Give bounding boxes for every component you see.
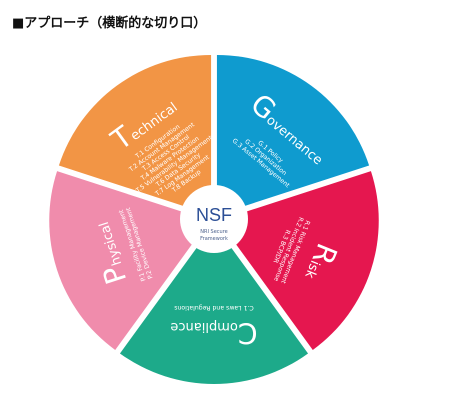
segment-risk [218,171,379,350]
center-circle [180,185,248,253]
segment-compliance-title-rest: ompliance [170,319,238,334]
center-subtitle-line-1: NRI Secure [200,229,227,235]
segment-compliance [119,224,309,385]
segment-physical [49,171,210,350]
segment-compliance-title: Compliance [170,316,257,349]
page-heading: ■アプローチ（横断的な切り口） [12,16,207,31]
center-subtitle-line-2: Framework [200,236,228,242]
segment-risk-title-rest: isk [301,258,322,281]
segment-governance [216,54,370,215]
segment-compliance-labels: Compliance C.1 Laws and Regulations [170,304,257,349]
segment-compliance-item: C.1 Laws and Regulations [174,304,254,311]
segment-compliance-title-initial: C [238,316,258,349]
center-title: NSF [196,205,232,225]
segment-technical [58,54,212,215]
